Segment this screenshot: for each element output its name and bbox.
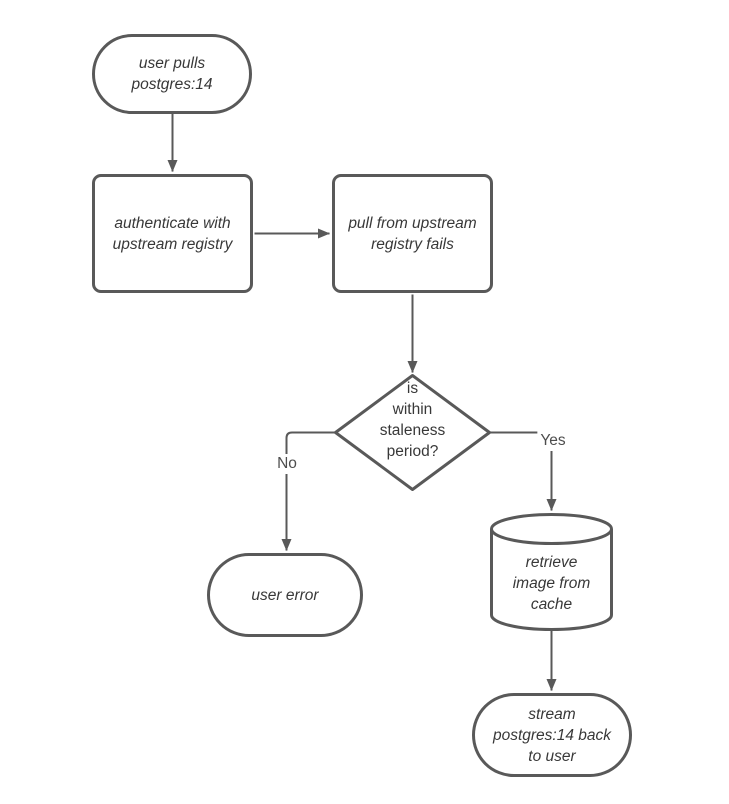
database-cylinder-shape xyxy=(490,512,613,632)
node-stream-label: stream postgres:14 back to user xyxy=(492,705,612,765)
edge-label-yes: Yes xyxy=(537,431,569,451)
node-start-terminator: user pulls postgres:14 xyxy=(92,34,252,114)
node-authenticate-label: authenticate with upstream registry xyxy=(112,214,233,253)
node-authenticate-process: authenticate with upstream registry xyxy=(92,174,253,293)
connector-decision-usererror-no xyxy=(281,431,335,551)
node-start-label: user pulls postgres:14 xyxy=(131,55,213,93)
cylinder-body xyxy=(490,512,613,632)
cylinder-top-rim xyxy=(490,528,613,546)
node-pull-fails-process: pull from upstream registry fails xyxy=(332,174,493,293)
edge-label-no: No xyxy=(274,454,300,474)
node-stream-terminator: stream postgres:14 back to user xyxy=(472,693,632,777)
node-pull-fails-label: pull from upstream registry fails xyxy=(348,214,477,253)
node-user-error-terminator: user error xyxy=(207,553,363,637)
node-user-error-label: user error xyxy=(251,586,319,604)
decision-diamond-shape xyxy=(334,374,491,491)
